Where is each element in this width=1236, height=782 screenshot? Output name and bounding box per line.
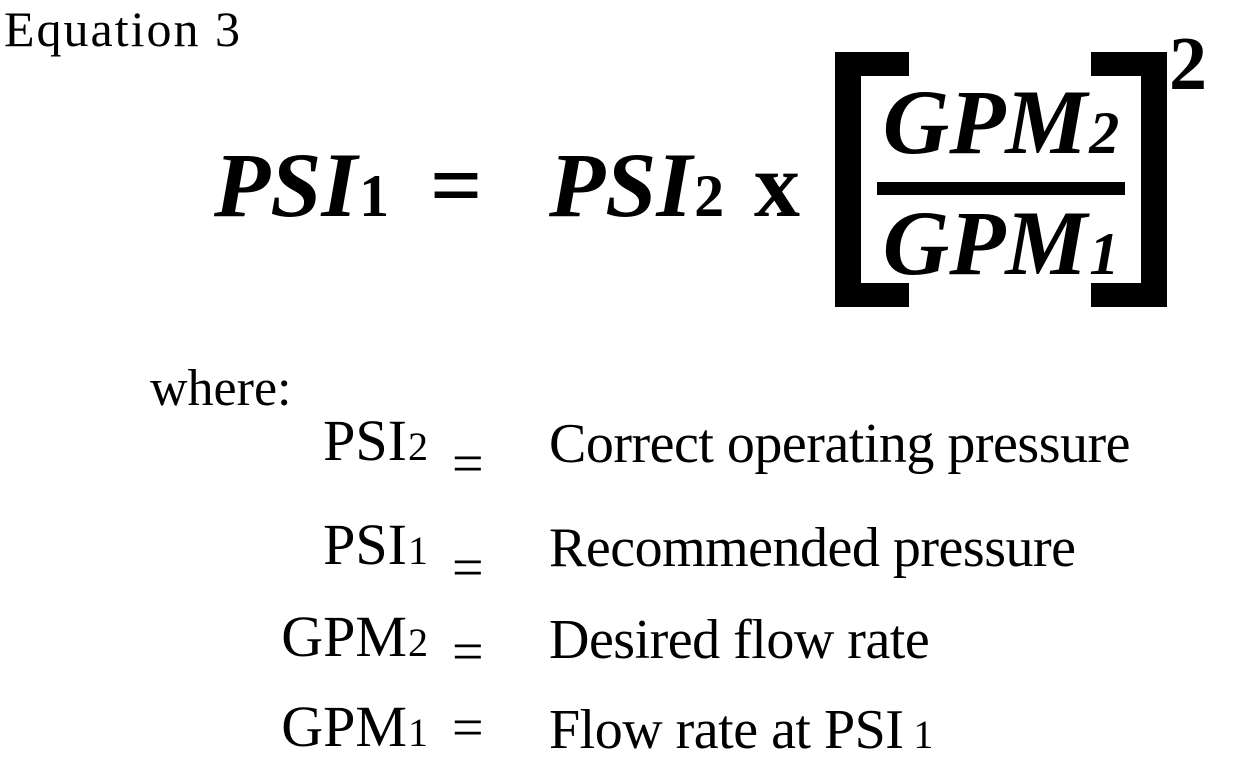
description-text: Correct operating pressure	[549, 413, 1131, 475]
term-subscript: 2	[408, 620, 428, 665]
definition-term: GPM1	[281, 698, 428, 756]
definition-description: Correct operating pressure	[549, 416, 1140, 472]
gpm1-subscript: 1	[1089, 221, 1120, 287]
left-bracket	[835, 52, 909, 307]
description-text: Recommended pressure	[549, 517, 1076, 579]
description-text: Desired flow rate	[549, 609, 930, 671]
equals-sign: =	[452, 433, 484, 495]
gpm1-term: GPM1	[883, 197, 1119, 289]
definition-term: PSI1	[323, 516, 428, 574]
description-subscript: 1	[913, 712, 933, 757]
term-base: GPM	[281, 604, 407, 669]
fraction-denominator: GPM1	[877, 195, 1125, 307]
where-label: where:	[150, 360, 292, 417]
fraction-bar	[877, 182, 1125, 195]
term-base: PSI	[323, 512, 407, 577]
term-subscript: 2	[408, 424, 428, 469]
equals-sign: =	[452, 537, 484, 599]
psi1-subscript: 1	[359, 163, 390, 229]
psi2-term: PSI2	[549, 139, 724, 231]
description-text: Flow rate at PSI	[549, 699, 904, 761]
psi2-base: PSI	[549, 134, 693, 236]
equation-equals-sign: =	[430, 134, 483, 236]
equation-title: Equation 3	[4, 1, 243, 57]
fraction: GPM2 GPM1	[877, 52, 1125, 307]
fraction-numerator: GPM2	[877, 52, 1125, 182]
equals-sign: =	[452, 621, 484, 683]
gpm2-term: GPM2	[883, 76, 1119, 168]
gpm1-base: GPM	[882, 192, 1088, 294]
definition-term: PSI2	[323, 412, 428, 470]
exponent-2: 2	[1169, 22, 1207, 106]
definition-description: Recommended pressure	[549, 520, 1085, 576]
multiplication-x: x	[754, 134, 800, 236]
term-base: GPM	[281, 694, 407, 759]
psi1-term: PSI1	[214, 139, 389, 231]
bracketed-fraction: GPM2 GPM1 2	[835, 26, 1207, 307]
gpm2-subscript: 2	[1089, 100, 1120, 166]
right-bracket	[1091, 52, 1167, 307]
term-base: PSI	[323, 408, 407, 473]
term-subscript: 1	[408, 710, 428, 755]
psi1-base: PSI	[214, 134, 358, 236]
gpm2-base: GPM	[882, 71, 1088, 173]
definition-term: GPM2	[281, 608, 428, 666]
equals-sign: =	[452, 697, 484, 759]
psi2-subscript: 2	[694, 163, 725, 229]
term-subscript: 1	[408, 528, 428, 573]
definition-description: Desired flow rate	[549, 612, 939, 668]
